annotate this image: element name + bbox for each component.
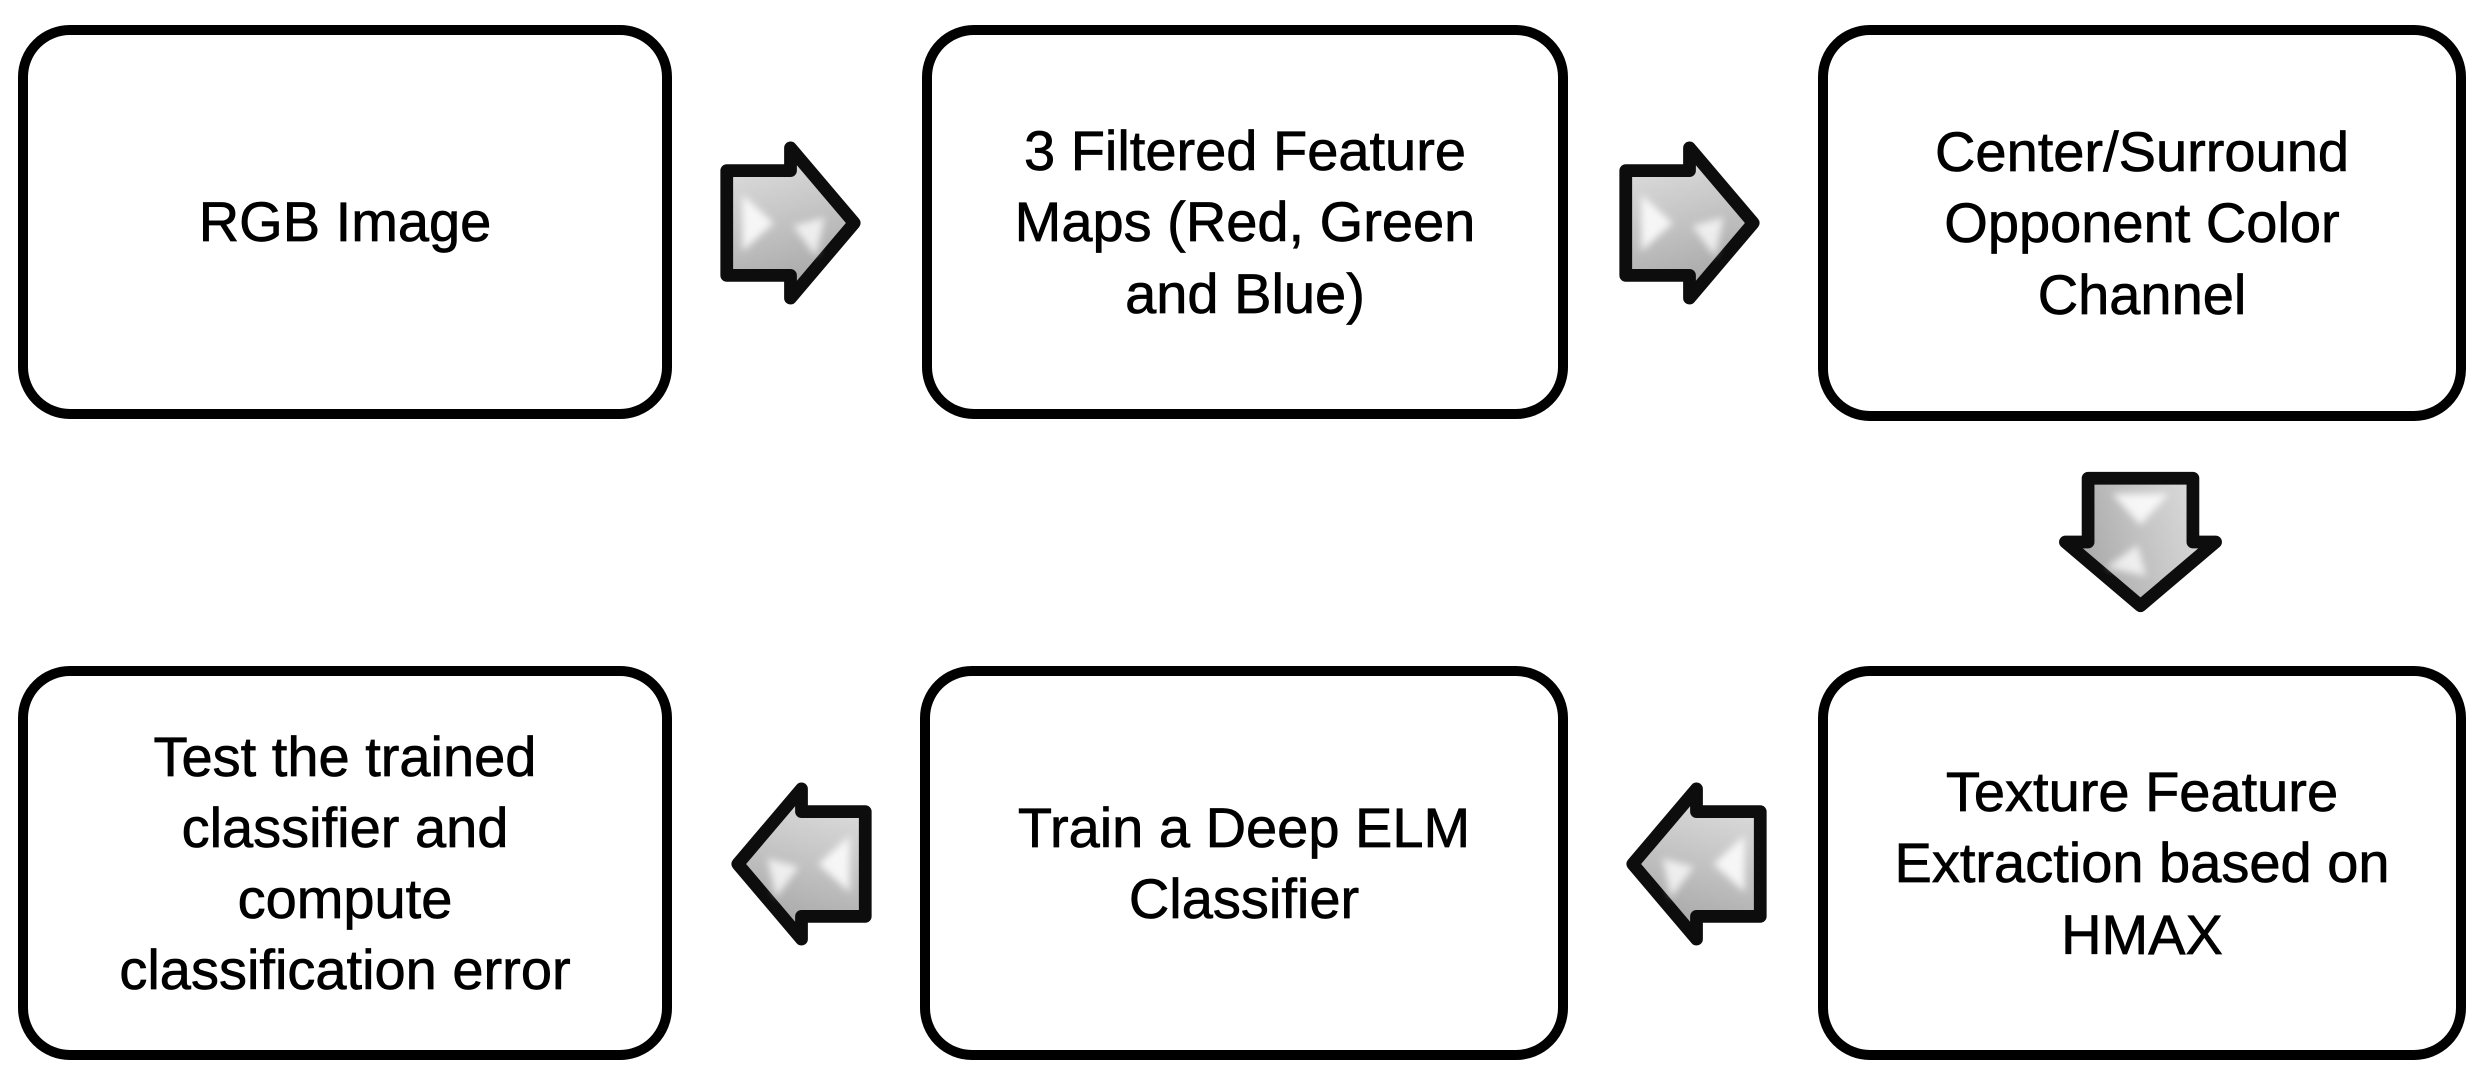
- flow-node-label: RGB Image: [198, 190, 492, 254]
- flow-node-texture-hmax: Texture Feature Extraction based on HMAX: [1818, 666, 2466, 1060]
- arrow-right-icon: [1619, 141, 1760, 305]
- flow-node-test-classifier: Test the trained classifier and compute …: [18, 666, 672, 1060]
- flow-node-center-surround-opponent: Center/Surround Opponent Color Channel: [1818, 25, 2466, 421]
- flow-node-rgb-image: RGB Image: [18, 25, 672, 419]
- flow-node-label: Center/Surround Opponent Color Channel: [1934, 120, 2350, 326]
- flow-node-label: Test the trained classifier and compute …: [119, 724, 571, 1002]
- flow-node-filtered-feature-maps: 3 Filtered Feature Maps (Red, Green and …: [922, 25, 1568, 419]
- arrow-left-icon: [1626, 782, 1767, 946]
- arrow-left-icon: [731, 782, 872, 946]
- flow-node-label: Train a Deep ELM Classifier: [1017, 795, 1471, 931]
- flow-node-train-deep-elm: Train a Deep ELM Classifier: [920, 666, 1568, 1060]
- flow-node-label: 3 Filtered Feature Maps (Red, Green and …: [1014, 119, 1476, 325]
- flow-node-label: Texture Feature Extraction based on HMAX: [1894, 760, 2390, 966]
- arrow-right-icon: [720, 141, 861, 305]
- arrow-down-icon: [2059, 471, 2222, 613]
